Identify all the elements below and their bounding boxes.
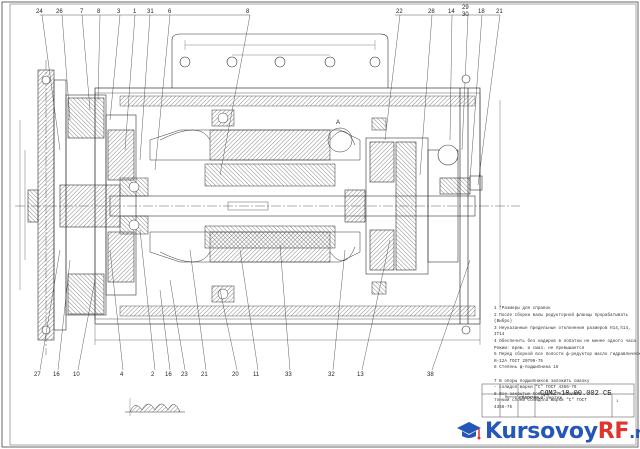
note-line: И-12А ГОСТ 20799-75 (494, 358, 543, 364)
leader-label: 6 (168, 9, 172, 15)
note-line: 1 *Размеры для справок (494, 306, 551, 311)
leader-label: 29 (462, 5, 469, 11)
bottom-leader-labels: 27 16 10 4 2 16 23 21 20 11 33 32 13 38 (34, 372, 434, 378)
leader-label: 4 (120, 372, 124, 378)
leader-label: 28 (428, 9, 435, 15)
gear-tooth-detail (125, 398, 185, 416)
note-line: 8 Все закрытые поверхности ставить (494, 391, 582, 397)
drawing-subtitle: Мотор-редуктор (505, 396, 539, 400)
drawing-name: Сборочный чертеж (519, 396, 563, 401)
note-line (494, 372, 634, 379)
rotor (204, 163, 336, 249)
leader-label: 31 (147, 9, 154, 15)
leader-label: 16 (53, 372, 60, 378)
note-line: IT14 (494, 332, 505, 338)
leader-label: 32 (328, 372, 335, 378)
watermark-suffix: .ru (629, 422, 640, 442)
leader-label: 10 (73, 372, 80, 378)
note-line: 4 Обеспечить без надиров в лопатки не ме… (494, 338, 636, 344)
note-line: (Вибро) (494, 319, 513, 325)
inner-frame (9, 3, 637, 446)
leader-label: 22 (396, 9, 403, 15)
shaft (109, 195, 476, 217)
note-line: 6 Степень ф-подшипника 16 (494, 365, 559, 371)
note-line: 2 После сборки валы редукторной фланцы п… (494, 312, 629, 318)
leader-label: 38 (427, 372, 434, 378)
leader-label: 7 (80, 9, 84, 15)
leader-label: 26 (56, 9, 63, 15)
student-cap-icon (457, 422, 481, 440)
mounting-bracket (171, 33, 389, 88)
note-line: Режим: врем. и смаз. не превышается (494, 345, 585, 351)
gear-reducer (27, 69, 137, 341)
brake-unit (344, 74, 483, 335)
leader-label: 3 (117, 9, 121, 15)
leader-label: 2 (151, 372, 155, 378)
left-bearing (119, 177, 149, 235)
leader-label: 24 (36, 9, 43, 15)
leader-label: 21 (496, 9, 503, 15)
leader-label: 1 (133, 9, 137, 15)
sheet-count: 1 (616, 398, 619, 403)
watermark-text: KursovoyRF.ru (485, 419, 640, 444)
title-block (481, 383, 635, 418)
note-line: - солидол марки "С" ГОСТ 4366-76 (494, 385, 577, 391)
leader-label: 20 (232, 372, 239, 378)
drawing-code: СДМ2-18.00.002 СБ (540, 390, 612, 398)
leader-label: 23 (181, 372, 188, 378)
watermark-accent: RF (597, 418, 630, 444)
leader-label: 18 (478, 9, 485, 15)
leader-label: 13 (357, 372, 364, 378)
technical-requirements: 1 *Размеры для справок 2 После сборки ва… (494, 306, 640, 412)
note-line: 7 В опоры подшипников заложить смазку (494, 378, 590, 384)
leader-label: 11 (253, 372, 260, 378)
leader-label: 16 (165, 372, 172, 378)
leader-label: 30 (462, 12, 469, 18)
note-line: 4366-76 (494, 404, 513, 410)
detail-a-callout: А (327, 120, 353, 153)
leader-label: 8 (246, 9, 250, 15)
top-leader-labels: 24 26 7 8 3 1 31 6 8 22 28 14 29 30 18 2… (36, 5, 503, 18)
leader-label: 8 (97, 9, 101, 15)
watermark-main: Kursovoy (485, 418, 598, 444)
leader-label: 21 (201, 372, 208, 378)
leader-label: 14 (448, 9, 455, 15)
detail-a-label: А (336, 120, 340, 126)
bottom-leader-lines (39, 229, 471, 371)
note-line: 5 Перед сборкой все полости ф-редуктор м… (494, 352, 640, 358)
leader-label: 33 (285, 372, 292, 378)
note-line: тонкий слоем солидола марки "С" ГОСТ (494, 398, 587, 404)
watermark-logo: KursovoyRF.ru (456, 418, 640, 444)
upper-bearing-blocks (211, 109, 387, 303)
note-line: 3 Неуказанные предельные отклонения разм… (494, 325, 631, 331)
leader-label: 27 (34, 372, 41, 378)
